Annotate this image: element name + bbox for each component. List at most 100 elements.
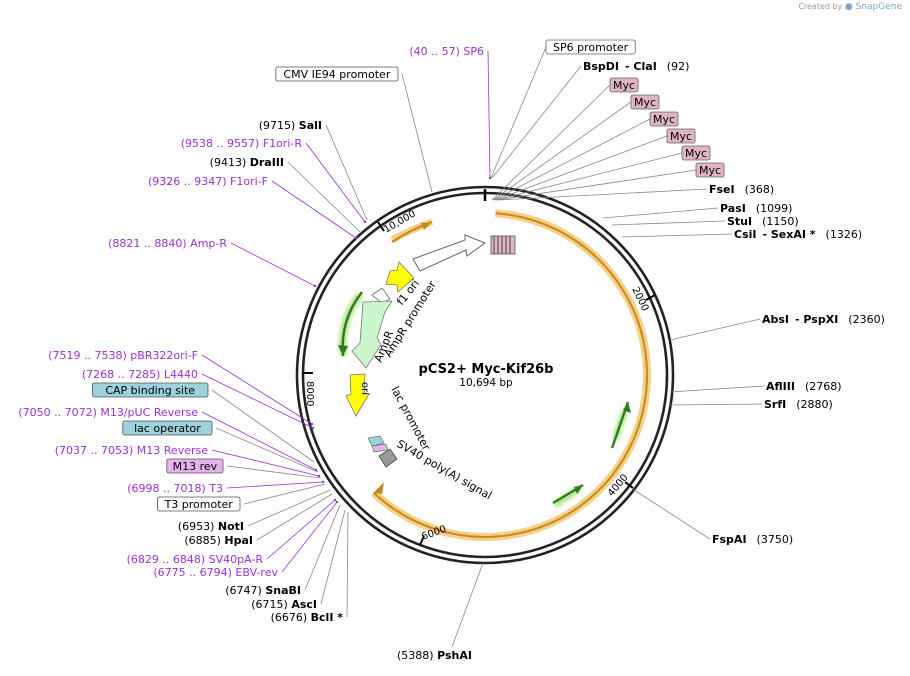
right-label-3: Myc (630, 94, 660, 110)
right-label-14: SrfI(2880) (764, 398, 833, 411)
site-draiii: (9413) DraIII (210, 156, 284, 169)
cmv-ie94-promoter-box (275, 66, 399, 82)
right-label-16: (5388) PshAI (397, 649, 472, 662)
leader-line (287, 161, 361, 233)
left-label-14: (6998 .. 7018) T3 (127, 482, 223, 495)
left-label-3: (9538 .. 9557) F1ori-R (181, 137, 303, 150)
left-label-12: (7037 .. 7053) M13 Reverse (55, 444, 208, 457)
left-label-21: (6715) AscI (251, 598, 317, 611)
cap-binding-site-box (92, 382, 209, 398)
left-label-6: (8821 .. 8840) Amp-R (108, 237, 227, 250)
credit-brand: SnapGene (855, 2, 902, 12)
leader-line (243, 483, 326, 505)
leader-line (490, 46, 547, 179)
orf-green-3-head (338, 345, 348, 356)
myc-tag-box (695, 162, 725, 178)
left-label-13: M13 rev (166, 458, 224, 474)
leader-line (669, 403, 763, 406)
right-label-4: Myc (649, 111, 679, 127)
ori-arrow (345, 373, 370, 417)
left-label-22: (6676) BclI * (271, 611, 344, 624)
left-label-8: (7268 .. 7285) L4440 (82, 368, 198, 381)
left-label-9: CAP binding site (92, 382, 209, 398)
left-label-10: (7050 .. 7072) M13/pUC Reverse (18, 406, 198, 419)
leader-line (669, 318, 761, 341)
primer-site-dot (333, 498, 337, 502)
right-label-2: Myc (609, 77, 639, 93)
sv40-polya-shape (378, 448, 398, 468)
leader-line (621, 233, 733, 238)
myc-tag-label: Myc (634, 96, 656, 109)
sv40-polya-label: SV40 poly(A) signal (395, 437, 495, 502)
primer-label: (6998 .. 7018) T3 (127, 482, 223, 495)
leader-line (669, 385, 765, 393)
site-srfi: SrfI(2880) (764, 398, 833, 411)
left-label-2: (9715) SalI (259, 119, 322, 132)
leader-line (491, 65, 582, 179)
lac-operator-box (122, 420, 213, 436)
site-bcli: (6676) BclI * (271, 611, 344, 624)
left-label-20: (6747) SnaBI (225, 584, 301, 597)
left-label-19: (6775 .. 6794) EBV-rev (153, 566, 278, 579)
primer-label: (7268 .. 7285) L4440 (82, 368, 198, 381)
orf-green-1-head (623, 402, 631, 413)
myc-tags-cluster (490, 235, 516, 255)
leader-line (496, 169, 697, 201)
leader-line (493, 118, 651, 201)
f1-ori-arrow (385, 261, 415, 293)
cap-binding-site-label: CAP binding site (105, 384, 195, 397)
leader-lines (201, 46, 765, 648)
primer-label: (9538 .. 9557) F1ori-R (181, 137, 303, 150)
site-afliii: AflIII(2768) (766, 380, 842, 393)
right-label-5: Myc (666, 128, 696, 144)
leader-line (271, 180, 357, 239)
left-label-16: (6953) NotI (178, 520, 244, 533)
myc-tag-label: Myc (670, 130, 692, 143)
leader-line (494, 135, 668, 201)
site-fsei: FseI(368) (709, 183, 774, 196)
leader-line (215, 427, 319, 473)
t3-promoter-box (156, 496, 241, 512)
snapgene-logo: ● SnapGene (844, 2, 902, 12)
left-label-0: (40 .. 57) SP6 (409, 45, 484, 58)
leader-line (602, 207, 719, 219)
leader-line (256, 493, 333, 541)
ori-label: ori (359, 382, 370, 395)
leader-line (346, 511, 349, 618)
plasmid-name: pCS2+ Myc-Kif26b (418, 362, 553, 377)
myc-tag-label: Myc (653, 113, 675, 126)
tick-8000: 8000 (304, 381, 315, 406)
cmv-promoter-arrow (412, 234, 487, 272)
leader-line (281, 501, 338, 573)
leader-line (226, 481, 324, 489)
t3-promoter-label: T3 promoter (164, 498, 234, 511)
right-label-7: Myc (695, 162, 725, 178)
primer-label: (7037 .. 7053) M13 Reverse (55, 444, 208, 457)
promoter-box (545, 39, 636, 55)
site-snabi: (6747) SnaBI (225, 584, 301, 597)
leader-line (497, 188, 708, 201)
leader-line (201, 373, 314, 429)
leader-line (320, 509, 346, 605)
orf-4-head (421, 222, 432, 230)
ampr-promoter-arrow (371, 287, 391, 304)
leader-line (247, 489, 331, 527)
right-label-10: StuI(1150) (727, 215, 799, 228)
primer-label: (8821 .. 8840) Amp-R (108, 237, 227, 250)
right-label-12: AbsI- PspXI(2360) (762, 313, 885, 326)
tick-4000-mark (624, 481, 634, 489)
myc-tag-box (649, 111, 679, 127)
left-label-17: (6885) HpaI (184, 534, 253, 547)
site-sali: (9715) SalI (259, 119, 322, 132)
orf-green-2-head (574, 485, 583, 494)
left-label-4: (9413) DraIII (210, 156, 284, 169)
green-orfs (338, 218, 631, 508)
left-label-11: lac operator (122, 420, 213, 436)
leader-line (495, 152, 683, 201)
primer-site-dot (321, 480, 325, 484)
right-label-1: BspDI- ClaI(92) (583, 60, 689, 73)
right-label-11: CsiI- SexAI *(1326) (734, 228, 862, 241)
right-label-8: FseI(368) (709, 183, 774, 196)
left-label-1: CMV IE94 promoter (275, 66, 399, 82)
myc-tag-label: Myc (699, 164, 721, 177)
